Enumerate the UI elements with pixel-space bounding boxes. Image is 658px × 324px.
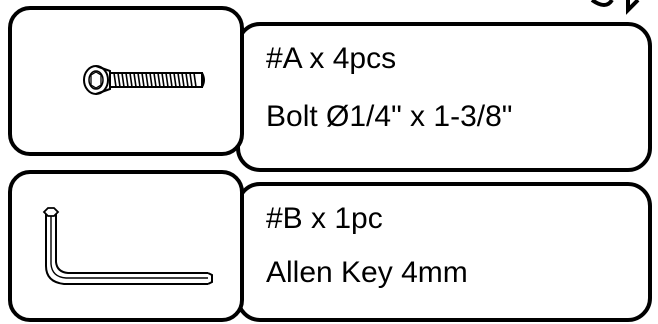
part-icon-box-b: [8, 170, 244, 322]
part-label-box-a: #A x 4pcs Bolt Ø1/4" x 1-3/8": [236, 22, 652, 172]
part-row-a: #A x 4pcs Bolt Ø1/4" x 1-3/8": [8, 6, 652, 172]
bolt-icon: [83, 65, 205, 95]
part-label-box-b: #B x 1pc Allen Key 4mm: [236, 182, 652, 322]
part-id-label: #A x 4pcs: [266, 42, 397, 75]
allen-key-icon: [42, 207, 213, 285]
part-description: Allen Key 4mm: [266, 256, 468, 289]
cropped-top-mark: [590, 0, 640, 15]
part-id-label: #B x 1pc: [266, 202, 383, 235]
part-icon-box-a: [8, 6, 244, 156]
part-row-b: #B x 1pc Allen Key 4mm: [0, 162, 658, 324]
part-description: Bolt Ø1/4" x 1-3/8": [266, 100, 513, 133]
